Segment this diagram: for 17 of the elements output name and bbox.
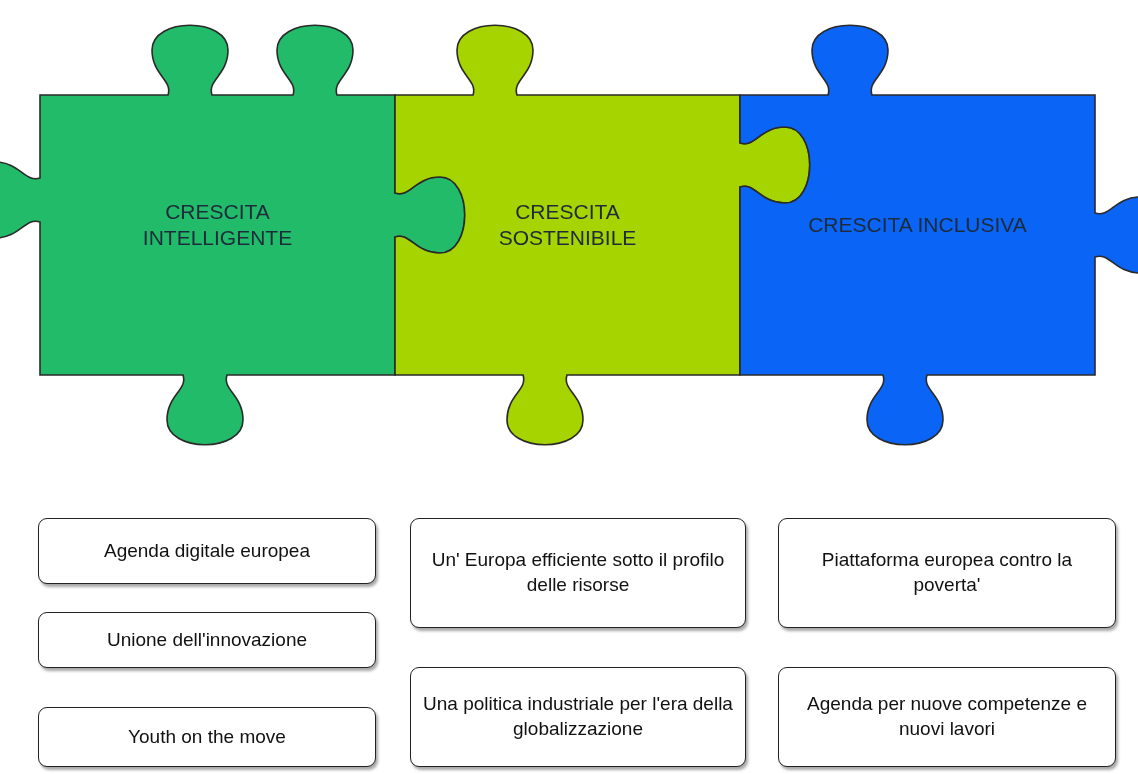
initiative-text: Un' Europa efficiente sotto il profilo delle risorse (430, 548, 726, 597)
initiative-box (38, 612, 376, 668)
initiative-text: Youth on the move (128, 724, 286, 749)
initiative-text: Una politica industriale per l'era della globalizzazione (423, 692, 733, 741)
initiative-box (410, 518, 746, 628)
initiative-text: Agenda digitale europea (104, 538, 310, 563)
initiative-box (38, 707, 376, 767)
initiative-box (778, 518, 1116, 628)
initiative-box (778, 667, 1116, 767)
piece-label: CRESCITA INTELLIGENTE (141, 198, 294, 251)
initiative-box (410, 667, 746, 767)
piece-label: CRESCITA INCLUSIVA (807, 211, 1028, 238)
initiative-box (38, 518, 376, 584)
initiative-text: Agenda per nuove competenze e nuovi lavori (806, 692, 1088, 741)
initiative-text: Piattaforma europea contro la poverta' (820, 548, 1074, 597)
piece-label: CRESCITA SOSTENIBILE (497, 198, 638, 251)
initiative-text: Unione dell'innovazione (106, 627, 308, 652)
